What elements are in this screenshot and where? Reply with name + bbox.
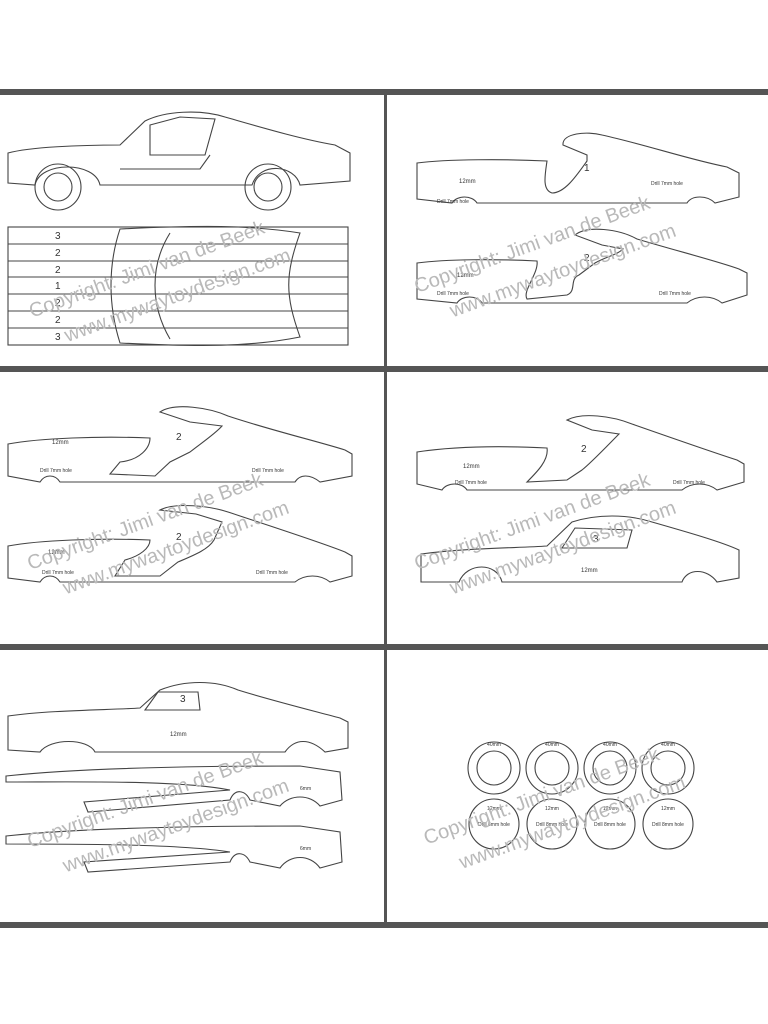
tire-1-size: 40mm — [487, 742, 501, 748]
board-label: 3 — [55, 332, 61, 343]
part-2b-hole-front: Drill 7mm hole — [42, 570, 74, 576]
part-2b-hole-rear: Drill 7mm hole — [256, 570, 288, 576]
car-side-view — [7, 111, 351, 211]
part-2b-outline — [7, 505, 353, 583]
side-panel-2-thickness: 6mm — [300, 846, 311, 852]
side-panel-1-outline — [5, 765, 343, 813]
board-label: 2 — [55, 315, 61, 326]
part-2a-hole-rear: Drill 7mm hole — [252, 468, 284, 474]
board-label: 2 — [55, 265, 61, 276]
part-1-hole-front: Drill 7mm hole — [437, 199, 469, 205]
tire-3-size: 40mm — [603, 742, 617, 748]
column-divider-2 — [384, 369, 387, 647]
part-3-thickness: 12mm — [581, 568, 598, 574]
part-2b-thickness: 12mm — [48, 550, 65, 556]
hub-3-hole: Drill 8mm hole — [594, 822, 626, 828]
column-divider-1 — [384, 92, 387, 369]
panel-parts-2-3: 2 12mm Drill 7mm hole Drill 7mm hole 3 1… — [387, 372, 768, 644]
hub-2: 12mm Drill 8mm hole — [526, 798, 578, 850]
tire-2: 40mm — [525, 741, 579, 795]
panel-parts-2-2: 2 12mm Drill 7mm hole Drill 7mm hole 2 1… — [0, 372, 384, 644]
board-label: 2 — [55, 298, 61, 309]
part-2-hole-front: Drill 7mm hole — [437, 291, 469, 297]
panel-wheels: 40mm 40mm 40mm 40mm 12mm Drill 8mm hole … — [387, 650, 768, 922]
part-2b-number: 2 — [176, 532, 182, 543]
part-2-hole-rear: Drill 7mm hole — [659, 291, 691, 297]
part-3b-number: 3 — [180, 694, 186, 705]
hub-3-size: 12mm — [603, 806, 617, 812]
tire-1: 40mm — [467, 741, 521, 795]
board-labels: 3 2 2 1 2 2 3 — [55, 231, 61, 343]
hub-2-size: 12mm — [545, 806, 559, 812]
tire-3: 40mm — [583, 741, 637, 795]
part-3-number: 3 — [593, 534, 599, 545]
part-2c-hole-front: Drill 7mm hole — [455, 480, 487, 486]
part-2a-number: 2 — [176, 432, 182, 443]
tire-4-size: 40mm — [661, 742, 675, 748]
part-2a-hole-front: Drill 7mm hole — [40, 468, 72, 474]
tire-4: 40mm — [641, 741, 695, 795]
panel-assembly: 3 2 2 1 2 2 3 Copyright: Jimi van de Bee… — [0, 95, 384, 366]
hub-1-hole: Drill 8mm hole — [478, 822, 510, 828]
bottom-rule — [0, 922, 768, 928]
part-1-thickness: 12mm — [459, 179, 476, 185]
part-2c-hole-rear: Drill 7mm hole — [673, 480, 705, 486]
part-2-outline — [416, 228, 748, 304]
part-2a-thickness: 12mm — [52, 440, 69, 446]
board-label: 2 — [55, 248, 61, 259]
part-3b-outline — [7, 681, 349, 753]
part-2c-outline — [416, 415, 745, 491]
hub-4: 12mm Drill 8mm hole — [642, 798, 694, 850]
part-1-outline — [416, 132, 740, 204]
side-panel-1-thickness: 6mm — [300, 786, 311, 792]
side-panel-2-outline — [5, 825, 343, 873]
column-divider-3 — [384, 647, 387, 925]
hub-4-size: 12mm — [661, 806, 675, 812]
part-3-outline — [420, 515, 740, 583]
hub-2-hole: Drill 8mm hole — [536, 822, 568, 828]
panel-body-and-sides: 3 12mm 6mm 6mm Copyright: Jimi van de Be… — [0, 650, 384, 922]
part-2-number: 2 — [584, 253, 590, 264]
part-2-thickness: 12mm — [457, 273, 474, 279]
hub-1: 12mm Drill 8mm hole — [468, 798, 520, 850]
tire-2-size: 40mm — [545, 742, 559, 748]
part-1-number: 1 — [584, 163, 590, 174]
board-label: 1 — [55, 281, 61, 292]
part-2c-number: 2 — [581, 444, 587, 455]
part-2a-outline — [7, 406, 353, 483]
panel-parts-1-2: 1 12mm Drill 7mm hole Drill 7mm hole 2 1… — [387, 95, 768, 366]
car-top-view — [7, 225, 349, 347]
board-label: 3 — [55, 231, 61, 242]
hub-4-hole: Drill 8mm hole — [652, 822, 684, 828]
part-1-hole-rear: Drill 7mm hole — [651, 181, 683, 187]
hub-3: 12mm Drill 8mm hole — [584, 798, 636, 850]
hub-1-size: 12mm — [487, 806, 501, 812]
part-2c-thickness: 12mm — [463, 464, 480, 470]
part-3b-thickness: 12mm — [170, 732, 187, 738]
